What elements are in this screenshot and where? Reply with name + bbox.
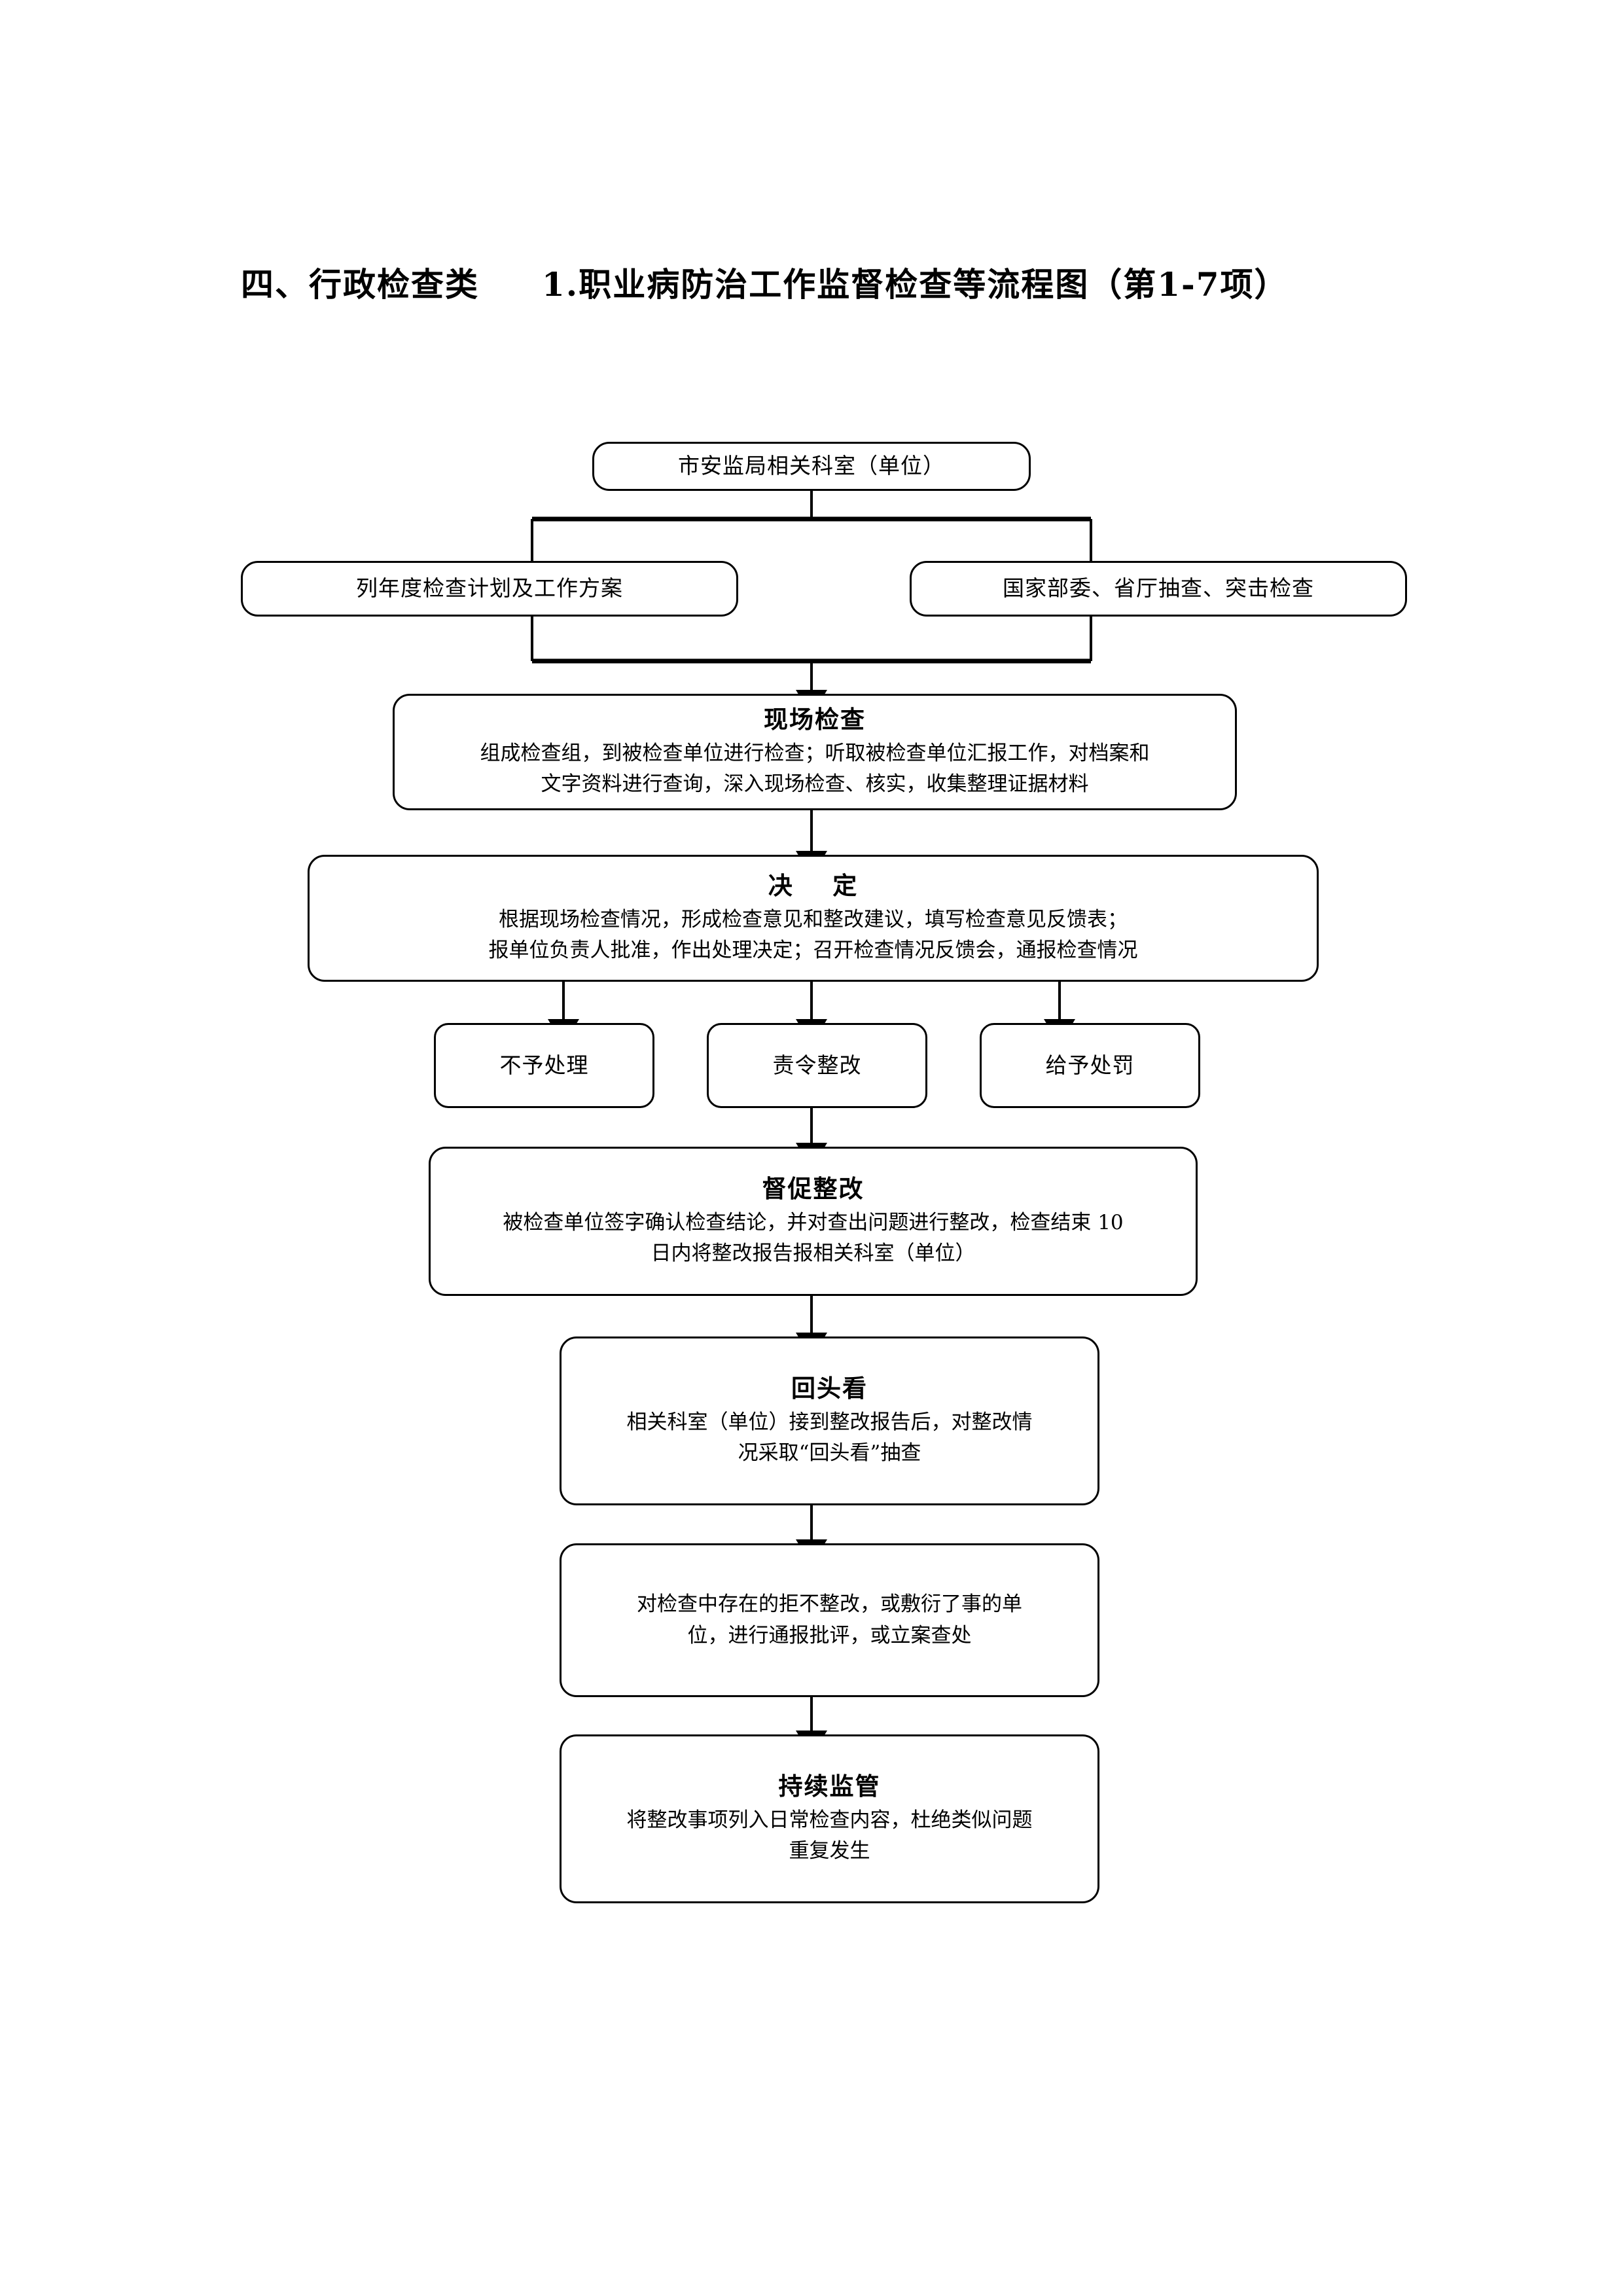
node-label: 市安监局相关科室（单位） — [678, 453, 945, 479]
node-body-line: 被检查单位签字确认检查结论，并对查出问题进行整改，检查结束 10 — [503, 1211, 1124, 1235]
node-label: 给予处罚 — [1045, 1052, 1135, 1078]
node-body-line: 对检查中存在的拒不整改，或敷衍了事的单 — [637, 1592, 1022, 1617]
page-title-main: 1.职业病防治工作监督检查等流程图（第1-7项） — [542, 265, 1289, 304]
node-label: 列年度检查计划及工作方案 — [356, 575, 623, 601]
node-label: 责令整改 — [772, 1052, 862, 1078]
node-body-line: 将整改事项列入日常检查内容，杜绝类似问题 — [626, 1808, 1033, 1833]
node-body-line: 位，进行通报批评，或立案查处 — [687, 1623, 972, 1647]
node-source-department[interactable]: 市安监局相关科室（单位） — [592, 442, 1031, 491]
node-title: 督促整改 — [762, 1174, 865, 1203]
page-title-prefix: 四、行政检查类 — [241, 265, 479, 304]
node-no-action[interactable]: 不予处理 — [434, 1023, 654, 1108]
node-body: 被检查单位签字确认检查结论，并对查出问题进行整改，检查结束 10 日内将整改报告… — [488, 1208, 1137, 1269]
node-body-line: 根据现场检查情况，形成检查意见和整改建议，填写检查意见反馈表； — [499, 908, 1128, 932]
node-national-provincial-inspection[interactable]: 国家部委、省厅抽查、突击检查 — [910, 561, 1407, 617]
node-body: 相关科室（单位）接到整改报告后，对整改情 况采取“回头看”抽查 — [613, 1407, 1047, 1469]
node-body-line: 组成检查组，到被检查单位进行检查；听取被检查单位汇报工作，对档案和 — [480, 742, 1150, 766]
node-title: 持续监管 — [778, 1771, 881, 1801]
node-continuous-supervision[interactable]: 持续监管 将整改事项列入日常检查内容，杜绝类似问题 重复发生 — [560, 1734, 1099, 1903]
node-on-site-inspection[interactable]: 现场检查 组成检查组，到被检查单位进行检查；听取被检查单位汇报工作，对档案和 文… — [393, 694, 1237, 810]
node-body-line: 报单位负责人批准，作出处理决定；召开检查情况反馈会，通报检查情况 — [488, 939, 1138, 963]
node-body-line: 文字资料进行查询，深入现场检查、核实，收集整理证据材料 — [541, 772, 1089, 797]
node-body-line: 重复发生 — [789, 1839, 870, 1863]
node-order-rectification[interactable]: 责令整改 — [707, 1023, 927, 1108]
node-impose-penalty[interactable]: 给予处罚 — [980, 1023, 1200, 1108]
node-non-compliance-handling[interactable]: 对检查中存在的拒不整改，或敷衍了事的单 位，进行通报批评，或立案查处 — [560, 1543, 1099, 1697]
node-body-line: 况采取“回头看”抽查 — [738, 1441, 921, 1465]
node-label: 国家部委、省厅抽查、突击检查 — [1003, 575, 1314, 601]
node-body: 将整改事项列入日常检查内容，杜绝类似问题 重复发生 — [613, 1805, 1047, 1867]
node-title: 现场检查 — [764, 704, 866, 734]
node-look-back-review[interactable]: 回头看 相关科室（单位）接到整改报告后，对整改情 况采取“回头看”抽查 — [560, 1336, 1099, 1505]
node-label: 不予处理 — [499, 1052, 589, 1078]
node-body: 根据现场检查情况，形成检查意见和整改建议，填写检查意见反馈表； 报单位负责人批准… — [474, 905, 1152, 966]
node-title: 回头看 — [791, 1373, 868, 1403]
node-title: 决 定 — [768, 870, 859, 900]
node-body: 组成检查组，到被检查单位进行检查；听取被检查单位汇报工作，对档案和 文字资料进行… — [466, 738, 1164, 800]
node-supervise-rectification[interactable]: 督促整改 被检查单位签字确认检查结论，并对查出问题进行整改，检查结束 10 日内… — [429, 1147, 1198, 1296]
node-annual-plan[interactable]: 列年度检查计划及工作方案 — [241, 561, 738, 617]
node-body-line: 日内将整改报告报相关科室（单位） — [651, 1242, 976, 1266]
node-body: 对检查中存在的拒不整改，或敷衍了事的单 位，进行通报批评，或立案查处 — [622, 1589, 1037, 1651]
node-body-line: 相关科室（单位）接到整改报告后，对整改情 — [626, 1410, 1033, 1435]
node-decision[interactable]: 决 定 根据现场检查情况，形成检查意见和整改建议，填写检查意见反馈表； 报单位负… — [308, 855, 1319, 982]
page-title: 四、行政检查类 1.职业病防治工作监督检查等流程图（第1-7项） — [0, 266, 1623, 304]
